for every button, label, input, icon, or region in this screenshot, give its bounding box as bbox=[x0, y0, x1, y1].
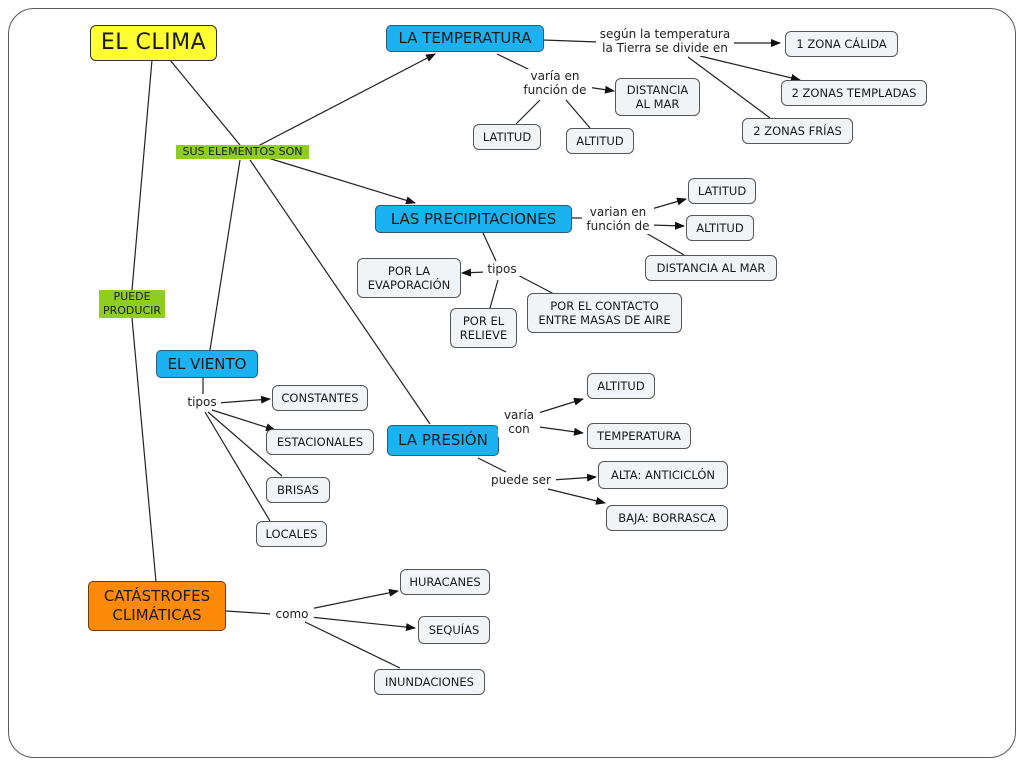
link-varian-distancia bbox=[645, 232, 685, 256]
link-clima-puede bbox=[131, 59, 153, 291]
link-divide-templadas bbox=[699, 55, 801, 82]
link-temp-varia bbox=[496, 53, 531, 71]
link-elementos-viento bbox=[209, 159, 241, 351]
link-tipos-locales bbox=[204, 411, 271, 522]
link-elementos-presion bbox=[249, 159, 431, 425]
leaf-por-la-evaporacion: POR LA EVAPORACIÓN bbox=[357, 258, 461, 298]
link-varia-altitud bbox=[565, 99, 591, 129]
leaf-zonas-templadas: 2 ZONAS TEMPLADAS bbox=[781, 80, 927, 106]
leaf-distancia-al-mar-temp: DISTANCIA AL MAR bbox=[615, 78, 700, 116]
link-clima-elementos bbox=[169, 59, 241, 146]
link-tipos-brisas bbox=[207, 411, 283, 477]
label-puede-ser: puede ser bbox=[486, 473, 556, 488]
link-como-inundaciones bbox=[304, 621, 401, 669]
leaf-estacionales: ESTACIONALES bbox=[266, 429, 374, 455]
link-tipos-evaporacion bbox=[461, 268, 487, 277]
concept-el-clima: EL CLIMA bbox=[90, 25, 217, 61]
leaf-latitud-prec: LATITUD bbox=[688, 178, 756, 204]
link-elementos-temperatura bbox=[257, 53, 436, 147]
link-puede-alta bbox=[551, 473, 597, 482]
link-presion-puede bbox=[477, 457, 507, 473]
leaf-huracanes: HURACANES bbox=[400, 569, 490, 595]
concept-el-viento: EL VIENTO bbox=[156, 350, 258, 378]
leaf-por-el-relieve: POR EL RELIEVE bbox=[450, 308, 517, 348]
link-temp-divide bbox=[542, 39, 599, 43]
leaf-zonas-frias: 2 ZONAS FRÍAS bbox=[742, 118, 853, 144]
concept-catastrofes-climaticas: CATÁSTROFES CLIMÁTICAS bbox=[88, 581, 226, 631]
leaf-constantes: CONSTANTES bbox=[272, 385, 368, 411]
link-puede-catastrofes bbox=[131, 317, 157, 583]
link-como-sequias bbox=[309, 616, 416, 632]
leaf-temperatura-pres: TEMPERATURA bbox=[587, 423, 691, 449]
label-varia-en-funcion-de: varía en función de bbox=[518, 69, 592, 98]
link-cat-como bbox=[225, 610, 273, 615]
concept-la-presion: LA PRESIÓN bbox=[387, 425, 499, 456]
leaf-baja-borrasca: BAJA: BORRASCA bbox=[606, 505, 728, 531]
label-tipos-prec: tipos bbox=[483, 262, 521, 277]
link-tipos-estacionales bbox=[211, 409, 276, 432]
leaf-alta-anticiclon: ALTA: ANTICICLÓN bbox=[598, 461, 728, 489]
leaf-brisas: BRISAS bbox=[266, 477, 330, 503]
label-varia-con: varía con bbox=[498, 408, 540, 437]
link-puede-baja bbox=[547, 488, 606, 505]
link-elementos-precipitaciones bbox=[267, 157, 416, 205]
leaf-locales: LOCALES bbox=[256, 521, 327, 547]
leaf-por-el-contacto: POR EL CONTACTO ENTRE MASAS DE AIRE bbox=[527, 293, 682, 333]
concept-la-temperatura: LA TEMPERATURA bbox=[386, 25, 544, 52]
leaf-inundaciones: INUNDACIONES bbox=[374, 669, 485, 695]
link-puede-producir: PUEDE PRODUCIR bbox=[99, 290, 165, 318]
leaf-altitud-temp: ALTITUD bbox=[566, 128, 634, 154]
link-sus-elementos-son: SUS ELEMENTOS SON bbox=[176, 145, 309, 159]
link-varia-temperatura bbox=[531, 425, 584, 436]
link-varia-altitud-p bbox=[531, 397, 584, 416]
link-divide-frias bbox=[687, 56, 771, 119]
label-se-divide-en: según la temperatura la Tierra se divide… bbox=[596, 27, 734, 56]
link-tipos-relieve bbox=[489, 279, 499, 309]
leaf-zona-calida: 1 ZONA CÁLIDA bbox=[785, 31, 898, 57]
leaf-distancia-al-mar-prec: DISTANCIA AL MAR bbox=[645, 255, 777, 281]
link-prec-tipos bbox=[482, 232, 497, 262]
leaf-latitud-temp: LATITUD bbox=[473, 124, 541, 150]
link-varian-latitud bbox=[647, 197, 687, 211]
link-varia-latitud bbox=[515, 99, 541, 125]
concept-las-precipitaciones: LAS PRECIPITACIONES bbox=[375, 205, 572, 233]
label-como: como bbox=[270, 607, 314, 622]
slide-frame bbox=[8, 8, 1016, 758]
leaf-altitud-prec: ALTITUD bbox=[686, 215, 754, 241]
link-como-huracanes bbox=[309, 588, 399, 610]
label-varian-en-funcion-de: varian en función de bbox=[582, 205, 654, 234]
label-tipos-viento: tipos bbox=[183, 395, 221, 410]
link-tipos-constantes bbox=[217, 395, 271, 404]
leaf-altitud-pres: ALTITUD bbox=[587, 373, 655, 399]
link-varian-altitud bbox=[649, 221, 685, 230]
leaf-sequias: SEQUÍAS bbox=[418, 616, 490, 644]
